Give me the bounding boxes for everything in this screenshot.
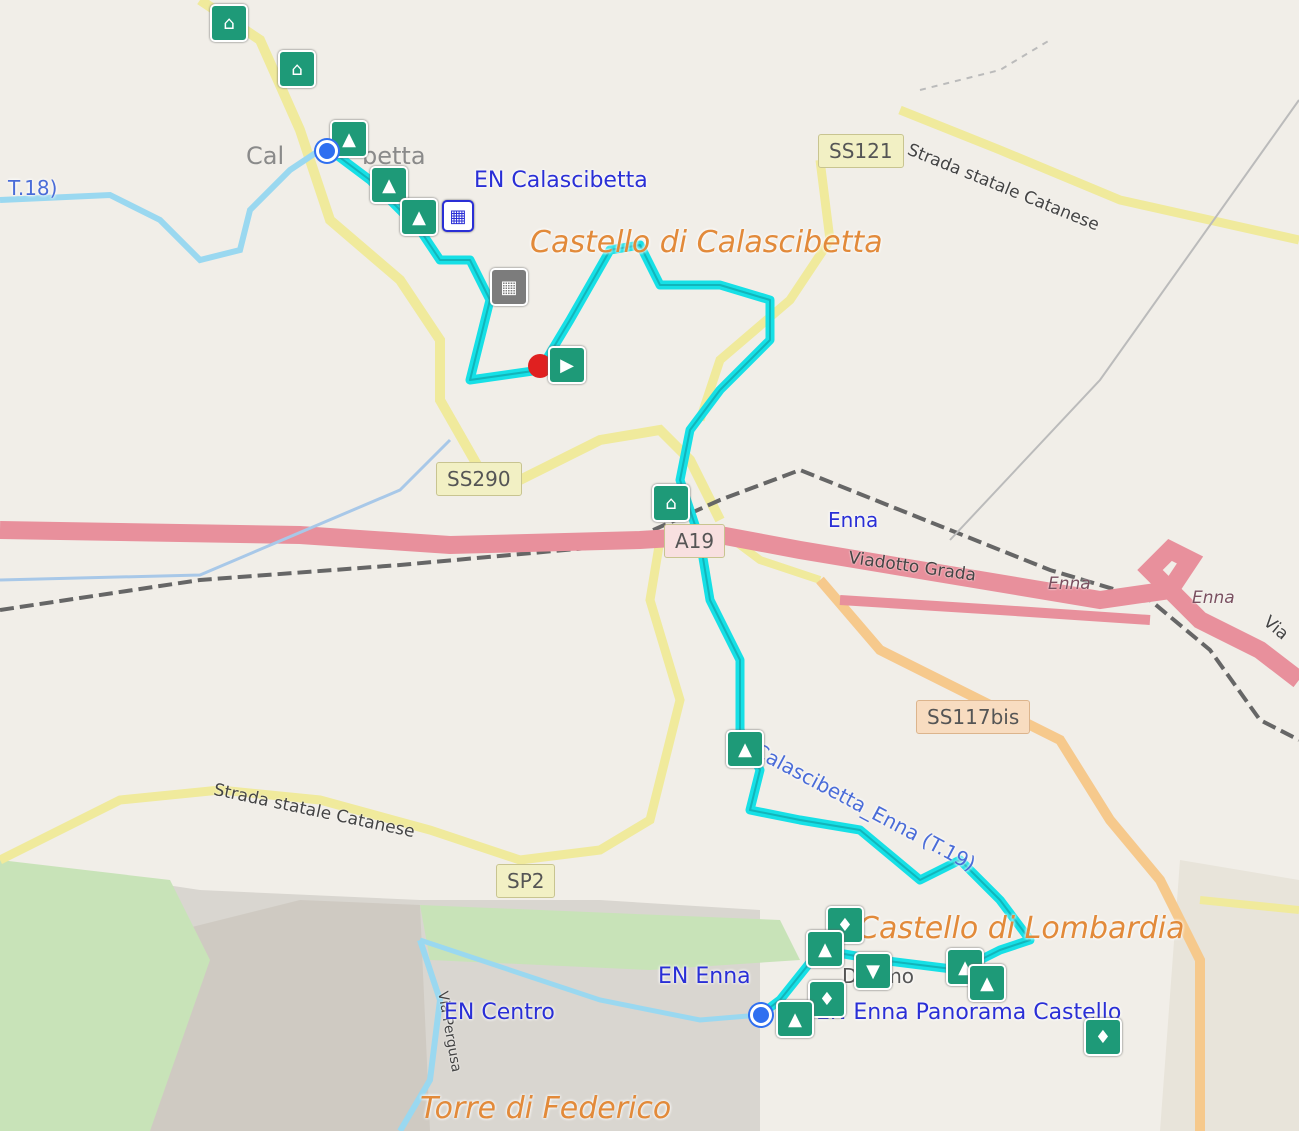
- road-ss121: [695, 159, 835, 422]
- poi-marker-icon[interactable]: ▲: [726, 730, 764, 768]
- label-torre-federico[interactable]: Torre di Federico: [420, 1091, 672, 1126]
- railway: [0, 467, 1299, 742]
- church-icon[interactable]: ⌂: [278, 50, 316, 88]
- parking-icon[interactable]: ▦: [490, 268, 528, 306]
- road-shield-a19: A19: [664, 524, 726, 558]
- road-ss117bis: [816, 576, 1205, 1131]
- road-ss290: [197, 0, 725, 523]
- green-area-west: [0, 860, 210, 1131]
- label-en-calascibetta[interactable]: EN Calascibetta: [474, 168, 648, 193]
- waypoint-calascibetta[interactable]: [316, 140, 338, 162]
- label-en-panorama[interactable]: EN Enna Panorama Castello: [816, 1000, 1122, 1025]
- poi-marker-icon[interactable]: ♦: [1084, 1018, 1122, 1056]
- urban-area-centro: [150, 900, 430, 1131]
- bus-icon[interactable]: ▦: [442, 200, 474, 232]
- green-area-park: [420, 905, 800, 970]
- poi-marker-icon[interactable]: ▲: [400, 198, 438, 236]
- poi-marker-icon[interactable]: ▲: [776, 1000, 814, 1038]
- powerline-n: [919, 39, 1051, 91]
- label-castello-lombardia[interactable]: Castello di Lombardia: [858, 911, 1185, 946]
- road-east: [1199, 896, 1299, 914]
- label-castello-calascibetta[interactable]: Castello di Calascibetta: [530, 225, 883, 260]
- route-calascibetta-enna[interactable]: [327, 146, 1035, 1019]
- poi-marker-icon[interactable]: ♦: [808, 980, 846, 1018]
- label-calascibetta-town: Cal: [246, 142, 285, 170]
- waypoint-enna[interactable]: [750, 1004, 772, 1026]
- river: [0, 438, 452, 582]
- trail-enna-west: [397, 939, 444, 1131]
- route-outline: [329, 149, 1031, 1016]
- label-enna-station[interactable]: Enna: [828, 508, 879, 532]
- poi-marker-icon[interactable]: ▲: [806, 930, 844, 968]
- poi-marker-icon[interactable]: ▲: [370, 166, 408, 204]
- church-icon[interactable]: ⌂: [210, 4, 248, 42]
- road-shield-ss290: SS290: [436, 462, 522, 496]
- label-calascibetta-town-2: betta: [362, 142, 426, 170]
- road-shield-sp2: SP2: [496, 864, 556, 898]
- poi-marker-icon[interactable]: ▼: [854, 952, 892, 990]
- church-icon[interactable]: ⌂: [652, 484, 690, 522]
- powerline-ne: [949, 99, 1299, 541]
- open-area-east: [1160, 860, 1299, 1131]
- label-en-centro[interactable]: EN Centro: [444, 1000, 555, 1025]
- road-shield-ss117bis: SS117bis: [916, 700, 1031, 734]
- road-name-enna-exit-1: Enna: [1048, 574, 1091, 594]
- label-en-enna[interactable]: EN Enna: [658, 964, 751, 989]
- trail-t18: [0, 147, 322, 264]
- road-shield-ss121: SS121: [818, 134, 904, 168]
- road-name-enna-exit-2: Enna: [1192, 588, 1235, 608]
- poi-marker-icon[interactable]: ▲: [968, 964, 1006, 1002]
- motorway-ramp: [839, 595, 1151, 625]
- start-icon[interactable]: ▶: [548, 346, 586, 384]
- road-strada-catanese-n: [898, 105, 1299, 245]
- label-trail-t18[interactable]: T.18): [8, 176, 58, 200]
- motorway-a19: [0, 521, 1299, 688]
- road-strada-catanese-s: [0, 539, 685, 865]
- trail-enna-centro: [419, 937, 761, 1023]
